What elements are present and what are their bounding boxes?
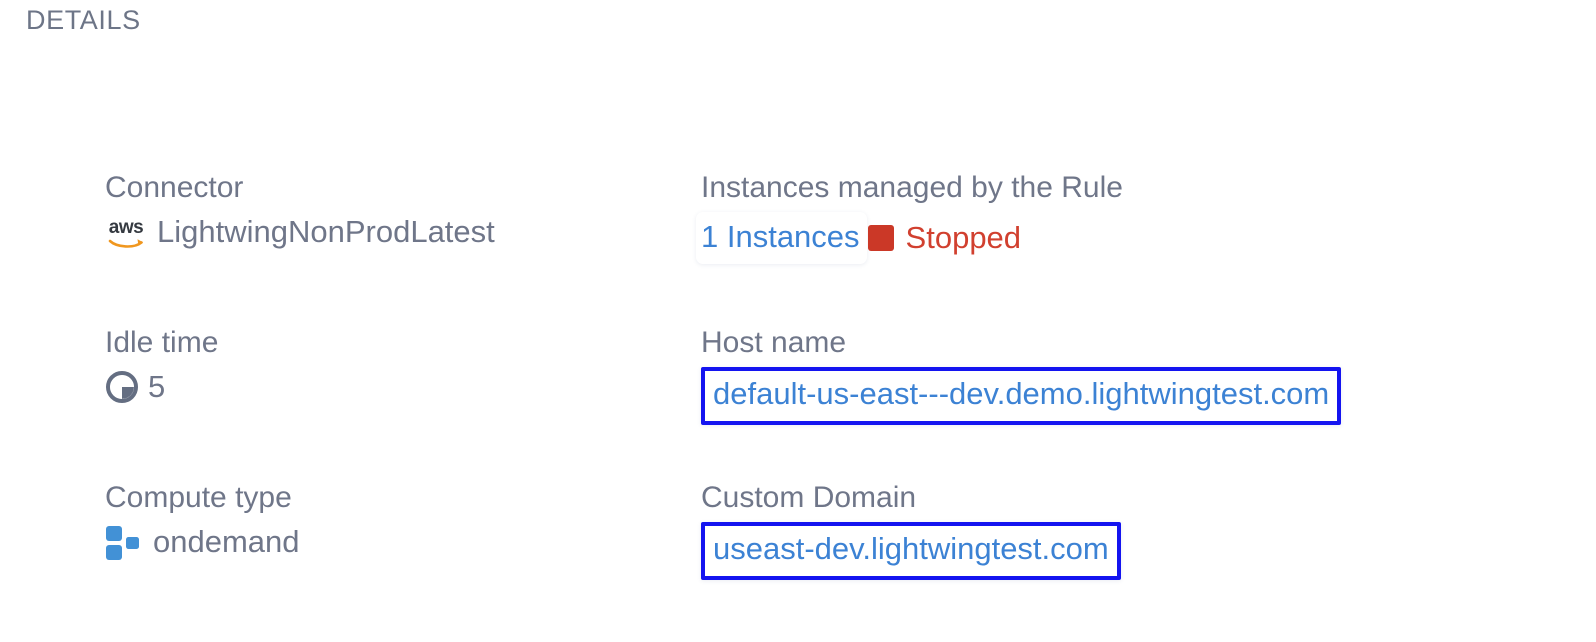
host-name-link[interactable]: default-us-east---dev.demo.lightwingtest… [713,376,1330,411]
details-grid: Connector aws LightwingNonProdLatest Ins… [0,170,1596,635]
instances-count-link[interactable]: 1 Instances [696,212,867,264]
field-label-idle-time: Idle time [105,326,219,359]
field-label-host-name: Host name [701,326,847,359]
details-row: Connector aws LightwingNonProdLatest Ins… [0,170,1596,325]
field-value-connector: aws LightwingNonProdLatest [105,212,495,252]
idle-time-value: 5 [148,369,166,404]
details-row: Idle time 5 Host name [0,325,1596,480]
field-compute-type: Compute type ondemand [105,480,300,562]
field-label-instances-managed: Instances managed by the Rule [701,171,1123,204]
field-label-compute-type: Compute type [105,481,292,514]
field-value-host-name: default-us-east---dev.demo.lightwingtest… [701,367,1342,425]
custom-domain-link[interactable]: useast-dev.lightwingtest.com [713,531,1109,566]
clock-icon [105,370,139,404]
custom-domain-link-box[interactable]: useast-dev.lightwingtest.com [701,522,1121,580]
field-value-compute-type: ondemand [105,522,300,562]
field-value-idle-time: 5 [105,367,218,407]
aws-wordmark: aws [108,216,144,238]
status-square-icon [867,225,894,251]
page-title: DETAILS [26,5,141,35]
field-instances-managed: Instances managed by the Rule 1 Instance… [696,170,1123,264]
field-host-name: Host name default-us-east---dev.demo.lig… [701,325,1342,425]
field-idle-time: Idle time 5 [105,325,218,407]
field-label-connector: Connector [105,171,244,204]
status-badge: Stopped [905,220,1022,255]
connector-name: LightwingNonProdLatest [157,214,495,249]
details-row: Compute type ondemand Custom Domain usea… [0,480,1596,635]
aws-logo-icon: aws [105,216,147,248]
compute-nodes-icon [105,526,143,562]
field-connector: Connector aws LightwingNonProdLatest [105,170,495,252]
field-label-custom-domain: Custom Domain [701,481,917,514]
host-name-link-box[interactable]: default-us-east---dev.demo.lightwingtest… [701,367,1342,425]
field-value-custom-domain: useast-dev.lightwingtest.com [701,522,1121,580]
field-value-instances: 1 Instances Stopped [696,212,1123,264]
field-custom-domain: Custom Domain useast-dev.lightwingtest.c… [701,480,1121,580]
compute-type-value: ondemand [153,524,300,559]
